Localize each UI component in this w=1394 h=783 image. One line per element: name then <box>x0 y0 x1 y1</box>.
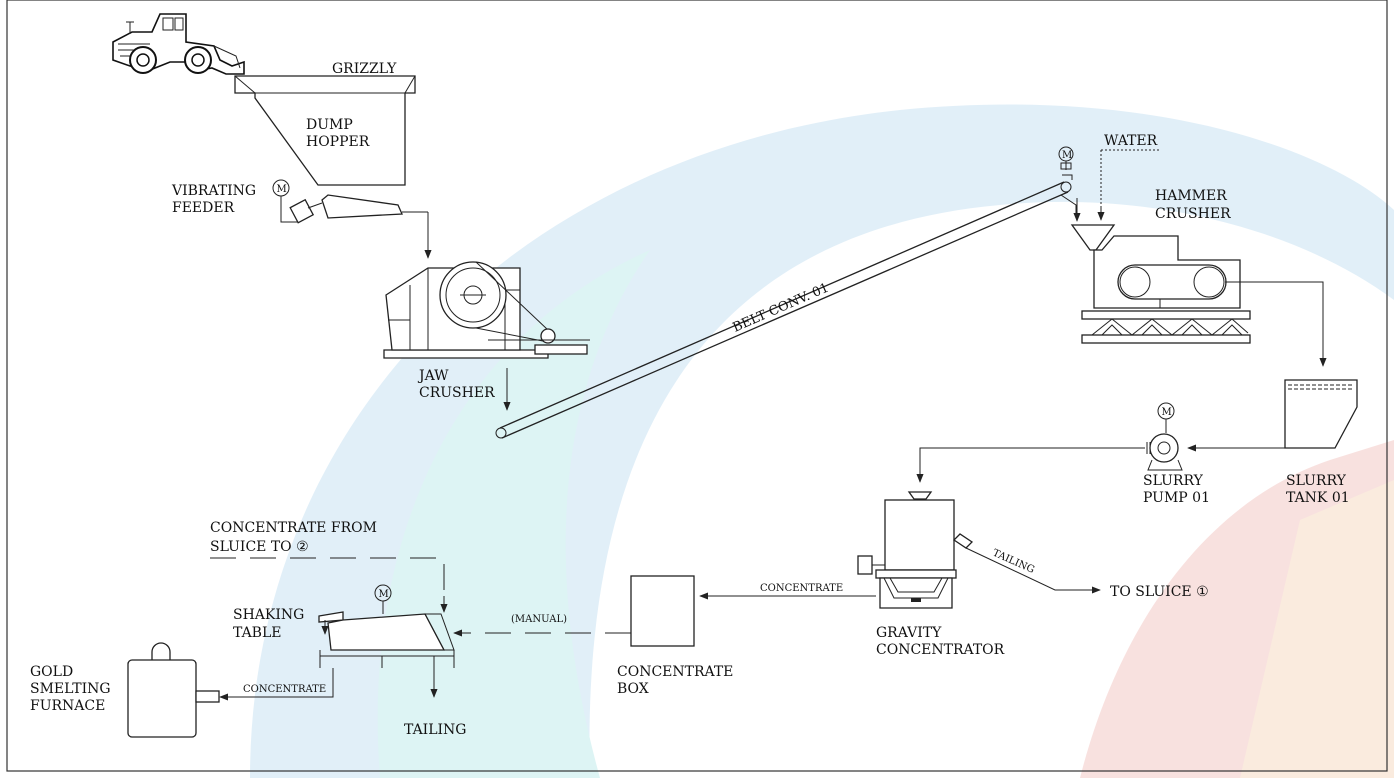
frame-border <box>6 0 1388 772</box>
motor-letter: M <box>1062 150 1072 161</box>
gold-smelting-furnace-label-line3: FURNACE <box>30 698 105 714</box>
watermark <box>250 104 1394 778</box>
tailing-out-label: TAILING <box>404 722 466 738</box>
belt-conveyor <box>495 174 1077 439</box>
slurry-tank <box>1284 379 1358 449</box>
jaw-crusher <box>383 261 590 359</box>
shaking-table <box>318 611 455 668</box>
gravity-concentrator-label-line2: CONCENTRATOR <box>876 642 1005 658</box>
dump-hopper <box>234 75 416 186</box>
dump-hopper-label-line1: DUMP <box>306 117 353 133</box>
concentrate-box <box>630 575 695 647</box>
jaw-crusher-label-line1: JAW <box>417 368 449 384</box>
concentrate-box-label-line2: BOX <box>617 681 649 697</box>
motor-icon: M <box>272 179 290 197</box>
vibrating-feeder <box>289 194 428 224</box>
wheel-loader-icon <box>112 13 245 75</box>
gold-smelting-furnace <box>127 642 220 738</box>
hammer-crusher-label-line2: CRUSHER <box>1155 206 1231 222</box>
motor-letter: M <box>277 184 287 195</box>
motor-icon: M <box>1157 402 1175 420</box>
gold-smelting-furnace-label-line1: GOLD <box>30 664 73 680</box>
grizzly-label: GRIZZLY <box>332 61 397 77</box>
hammer-crusher <box>1070 224 1251 344</box>
motor-icon: M <box>1058 146 1074 162</box>
concentrate-box-label-line1: CONCENTRATE <box>617 664 733 680</box>
concentrate-to-furnace-label: CONCENTRATE <box>243 684 326 695</box>
shaking-table-label-line1: SHAKING <box>233 607 304 623</box>
manual-transfer-label: (MANUAL) <box>511 614 567 625</box>
concentrate-flow-label: CONCENTRATE <box>760 583 843 594</box>
concentrate-from-sluice-label-line1: CONCENTRATE FROM <box>210 520 377 536</box>
gravity-concentrator-label-line1: GRAVITY <box>876 625 942 641</box>
water-label: WATER <box>1104 133 1158 149</box>
vibrating-feeder-label-line1: VIBRATING <box>171 183 256 199</box>
motor-letter: M <box>379 589 389 600</box>
slurry-pump <box>1146 433 1183 471</box>
motor-letter: M <box>1162 407 1172 418</box>
shaking-table-label-line2: TABLE <box>233 625 282 641</box>
dump-hopper-label-line2: HOPPER <box>306 134 370 150</box>
jaw-crusher-label-line2: CRUSHER <box>419 385 495 401</box>
vibrating-feeder-label-line2: FEEDER <box>172 200 235 216</box>
concentrate-from-sluice-label-line2: SLUICE TO ② <box>210 539 309 555</box>
slurry-pump-label-line2: PUMP 01 <box>1143 490 1210 506</box>
gravity-concentrator <box>857 491 974 609</box>
gold-smelting-furnace-label-line2: SMELTING <box>30 681 111 697</box>
to-sluice-1-label: TO SLUICE ① <box>1110 584 1209 600</box>
hammer-crusher-label-line1: HAMMER <box>1155 188 1227 204</box>
slurry-tank-label-line2: TANK 01 <box>1286 490 1350 506</box>
slurry-pump-label-line1: SLURRY <box>1143 473 1204 489</box>
tailing-flow-label: TAILING <box>991 548 1036 576</box>
slurry-tank-label-line1: SLURRY <box>1286 473 1347 489</box>
